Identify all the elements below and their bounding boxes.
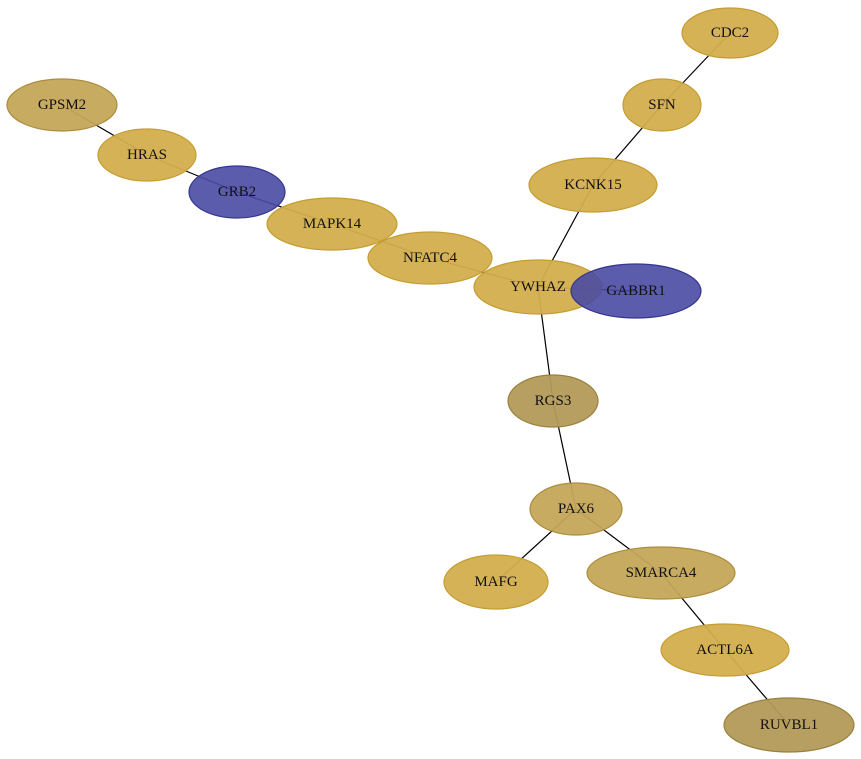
node-pax6[interactable]: PAX6 — [529, 482, 623, 536]
node-label: GABBR1 — [606, 283, 665, 299]
node-shape — [681, 7, 779, 59]
node-rgs3[interactable]: RGS3 — [507, 374, 599, 428]
node-shape — [723, 697, 855, 753]
node-grb2[interactable]: GRB2 — [188, 165, 286, 219]
node-label: MAFG — [474, 574, 518, 590]
node-nfatc4[interactable]: NFATC4 — [367, 231, 493, 285]
node-label: SMARCA4 — [626, 565, 697, 581]
node-sfn[interactable]: SFN — [622, 78, 702, 132]
node-shape — [529, 482, 623, 536]
node-ruvbl1[interactable]: RUVBL1 — [723, 697, 855, 753]
node-shape — [570, 263, 702, 319]
node-shape — [507, 374, 599, 428]
node-shape — [622, 78, 702, 132]
node-label: SFN — [648, 97, 676, 113]
node-gabbr1[interactable]: GABBR1 — [570, 263, 702, 319]
node-shape — [367, 231, 493, 285]
node-label: GPSM2 — [38, 97, 86, 113]
node-actl6a[interactable]: ACTL6A — [660, 623, 790, 677]
node-label: KCNK15 — [564, 177, 622, 193]
node-label: GRB2 — [218, 184, 256, 200]
node-label: YWHAZ — [510, 279, 566, 295]
node-shape — [528, 157, 658, 213]
node-label: RGS3 — [535, 393, 572, 409]
node-shape — [6, 78, 118, 132]
node-label: NFATC4 — [403, 250, 457, 266]
node-hras[interactable]: HRAS — [97, 128, 197, 182]
node-label: ACTL6A — [696, 642, 754, 658]
node-label: PAX6 — [558, 501, 595, 517]
node-label: RUVBL1 — [760, 717, 818, 733]
node-shape — [97, 128, 197, 182]
node-shape — [586, 546, 736, 600]
node-shape — [443, 554, 549, 610]
node-label: HRAS — [127, 147, 167, 163]
node-shape — [660, 623, 790, 677]
node-label: CDC2 — [711, 25, 749, 41]
node-shape — [266, 197, 398, 251]
node-gpsm2[interactable]: GPSM2 — [6, 78, 118, 132]
node-label: MAPK14 — [303, 216, 362, 232]
node-cdc2[interactable]: CDC2 — [681, 7, 779, 59]
node-mafg[interactable]: MAFG — [443, 554, 549, 610]
node-mapk14[interactable]: MAPK14 — [266, 197, 398, 251]
node-smarca4[interactable]: SMARCA4 — [586, 546, 736, 600]
node-kcnk15[interactable]: KCNK15 — [528, 157, 658, 213]
node-shape — [188, 165, 286, 219]
